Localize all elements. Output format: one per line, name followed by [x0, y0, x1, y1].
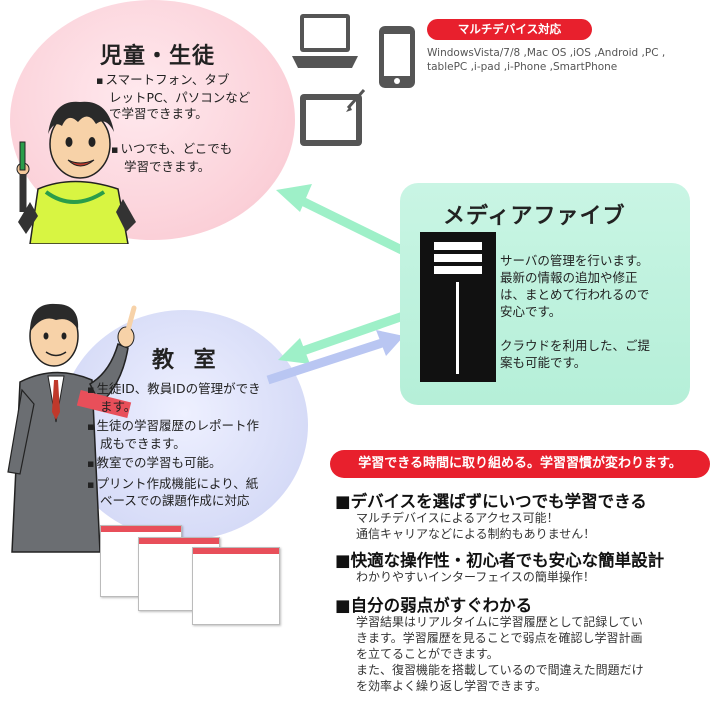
multi-device-badge: マルチデバイス対応: [427, 19, 592, 40]
student-bullet-2-line-2: 学習できます。: [124, 158, 211, 174]
feature-3-line-1: 学習結果はリアルタイムに学習履歴として記録してい: [356, 615, 643, 629]
student-bullet-1-line-3: で学習できます。: [109, 106, 208, 121]
feature-1-description: マルチデバイスによるアクセス可能！ 通信キャリアなどによる制約もありません！: [356, 510, 711, 542]
feature-1-heading: ■デバイスを選ばずにいつでも学習できる: [335, 492, 647, 511]
server-icon: [420, 232, 496, 382]
classroom-item-2-line-1: 生徒の学習履歴のレポート作: [87, 418, 302, 436]
classroom-item-4-line-1: プリント作成機能により、紙: [87, 476, 302, 494]
worksheet-3: [192, 547, 280, 625]
student-bullet-2: いつでも、どこでも 学習できます。: [111, 141, 232, 175]
student-illustration: [16, 101, 136, 244]
supported-devices-line-1: WindowsVista/7/8 ,Mac OS ,iOS ,Android ,…: [427, 47, 666, 59]
slogan-banner: 学習できる時間に取り組める。学習習慣が変わります。: [330, 450, 710, 478]
student-bullet-1: スマートフォン、タブ レットPC、パソコンなど で学習できます。: [96, 72, 250, 123]
mediafive-title: メディアファイブ: [443, 204, 626, 229]
feature-1-line-1: マルチデバイスによるアクセス可能！: [356, 511, 559, 525]
mediafive-line-1: サーバの管理を行います。: [500, 253, 649, 268]
mediafive-line-4: 安心です。: [500, 304, 562, 319]
worksheet-1-header: [101, 526, 181, 532]
mediafive-line-3: は、まとめて行われるので: [500, 287, 650, 302]
feature-3-line-3: を立てることができます。: [356, 647, 499, 661]
tablet-icon: [300, 89, 366, 146]
feature-1-line-2: 通信キャリアなどによる制約もありません！: [356, 527, 596, 541]
student-bullet-2-line-1: いつでも、どこでも: [111, 141, 232, 159]
supported-devices: WindowsVista/7/8 ,Mac OS ,iOS ,Android ,…: [427, 46, 712, 74]
feature-3-description: 学習結果はリアルタイムに学習履歴として記録してい きます。学習履歴を見ることで弱…: [356, 614, 711, 694]
feature-3-line-5: を効率よく繰り返し学習できます。: [356, 679, 547, 693]
mediafive-line-6: クラウドを利用した、ご提: [500, 338, 651, 353]
teacher-illustration: [7, 303, 137, 553]
feature-3-line-2: きます。学習履歴を見ることで弱点を確認し学習計画: [356, 631, 643, 645]
feature-2-description: わかりやすいインターフェイスの簡単操作！: [356, 569, 711, 585]
classroom-item-3: 教室での学習も可能。: [87, 455, 302, 473]
student-bullet-1-line-1: スマートフォン、タブ: [96, 72, 250, 90]
worksheet-2-header: [139, 538, 219, 544]
classroom-title: 教 室: [152, 348, 222, 373]
student-bullet-1-line-2: レットPC、パソコンなど: [109, 89, 251, 105]
feature-2-heading: ■快適な操作性・初心者でも安心な簡単設計: [335, 551, 665, 570]
smartphone-icon: [379, 26, 415, 88]
arrow-classroom-to-mediafive: [266, 330, 404, 385]
feature-3-heading: ■自分の弱点がすぐわかる: [335, 596, 533, 615]
worksheet-stack: [100, 525, 290, 625]
mediafive-description: サーバの管理を行います。 最新の情報の追加や修正 は、まとめて行われるので 安心…: [500, 252, 685, 371]
supported-devices-line-2: tablePC ,i-pad ,i-Phone ,SmartPhone: [427, 61, 618, 73]
classroom-item-1-line-2: ます。: [100, 398, 137, 414]
laptop-icon: [292, 14, 358, 68]
mediafive-line-2: 最新の情報の追加や修正: [500, 270, 638, 285]
arrow-to-student: [276, 184, 420, 263]
mediafive-spacer: [500, 320, 685, 337]
classroom-item-4-line-2: ベースでの課題作成に対応: [100, 493, 250, 508]
student-title: 児童・生徒: [100, 44, 216, 69]
feature-2-line-1: わかりやすいインターフェイスの簡単操作！: [356, 570, 595, 584]
classroom-item-2-line-2: 成もできます。: [100, 435, 186, 451]
classroom-item-1-line-1: 生徒ID、教員IDの管理ができ: [87, 381, 302, 399]
worksheet-3-header: [193, 548, 279, 554]
mediafive-line-7: 案も可能です。: [500, 355, 587, 370]
feature-3-line-4: また、復習機能を搭載しているので間違えた問題だけ: [356, 663, 644, 677]
classroom-list: 生徒ID、教員IDの管理ができ ます。 生徒の学習履歴のレポート作 成もできます…: [87, 381, 302, 510]
